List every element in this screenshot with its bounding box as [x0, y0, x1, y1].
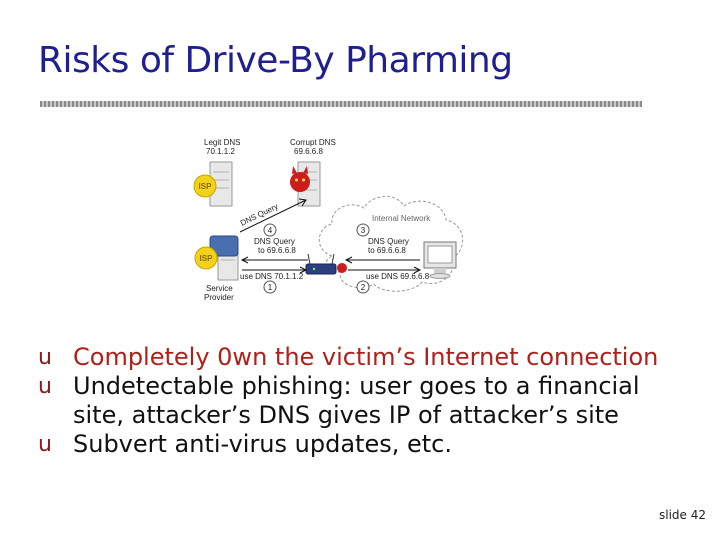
router-icon — [305, 253, 347, 275]
internal-network-label: Internal Network — [372, 214, 431, 223]
step-3-marker: 3 — [356, 223, 370, 237]
step-2-label: 2 — [361, 283, 366, 292]
use-corrupt-dns-label: use DNS 69.6.6.8 — [366, 272, 430, 281]
query-3-line1: DNS Query — [368, 237, 409, 246]
bullet-marker: u — [38, 345, 52, 370]
slide-number: slide 42 — [658, 508, 706, 522]
internal-network-cloud — [318, 196, 464, 292]
bullet-text: Undetectable phishing: user goes to a fi… — [73, 372, 640, 429]
step-4-marker: 4 — [263, 223, 277, 237]
title-divider — [40, 101, 642, 107]
query-3-line2: to 69.6.6.8 — [368, 246, 406, 255]
slide-title: Risks of Drive-By Pharming — [38, 40, 513, 81]
service-provider-line1: Service — [206, 284, 233, 293]
computer-icon — [423, 241, 457, 279]
step-3-label: 3 — [361, 226, 366, 235]
legit-dns-name: Legit DNS — [204, 138, 240, 147]
bullet-item: u Completely 0wn the victim’s Internet c… — [38, 343, 678, 372]
step-4-label: 4 — [268, 226, 273, 235]
step-2-marker: 2 — [356, 280, 370, 294]
bullet-marker: u — [38, 432, 52, 457]
use-legit-dns-label: use DNS 70.1.1.2 — [240, 272, 304, 281]
corrupt-dns-ip: 69.6.6.8 — [294, 147, 323, 156]
query-4-line1: DNS Query — [254, 237, 295, 246]
drive-by-pharming-diagram: Internal Network ISP Legit DNS 70.1.1.2 … — [193, 138, 464, 302]
service-provider-server-icon: ISP — [194, 235, 239, 281]
bullet-item: u Undetectable phishing: user goes to a … — [38, 372, 678, 430]
corrupt-dns-server-icon — [290, 161, 321, 207]
bullet-text: Completely 0wn the victim’s Internet con… — [73, 343, 659, 371]
legit-dns-ip: 70.1.1.2 — [206, 147, 235, 156]
legit-dns-server-icon: ISP — [193, 161, 233, 207]
provider-isp-badge: ISP — [200, 254, 214, 263]
bullet-text: Subvert anti-virus updates, etc. — [73, 430, 452, 458]
step-1-marker: 1 — [263, 280, 277, 294]
arrows — [239, 198, 422, 274]
legit-isp-badge: ISP — [199, 182, 213, 191]
query-4-line2: to 69.6.6.8 — [258, 246, 296, 255]
corrupt-dns-name: Corrupt DNS — [290, 138, 336, 147]
bullet-marker: u — [38, 374, 52, 399]
step-1-label: 1 — [268, 283, 273, 292]
dns-query-diagonal-label: DNS Query — [239, 202, 280, 228]
bullet-item: u Subvert anti-virus updates, etc. — [38, 430, 678, 459]
bullet-list: u Completely 0wn the victim’s Internet c… — [38, 343, 678, 459]
service-provider-line2: Provider — [204, 293, 234, 302]
